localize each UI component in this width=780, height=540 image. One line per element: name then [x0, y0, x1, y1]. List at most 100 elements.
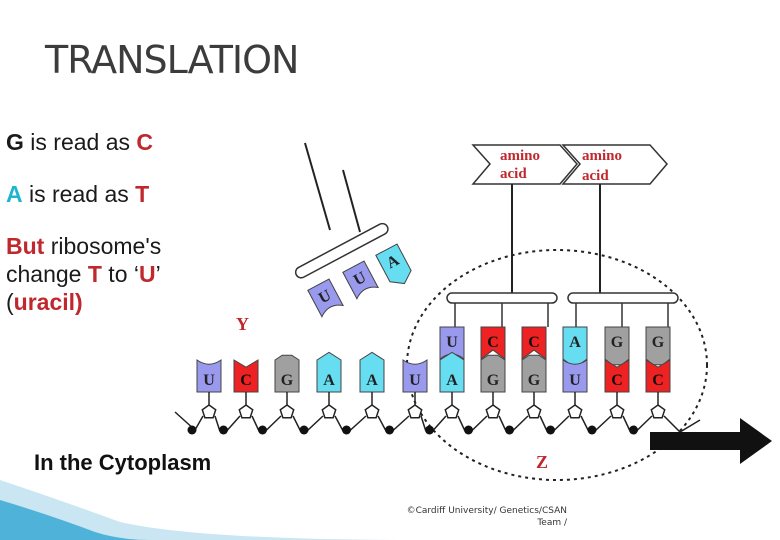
trna-bar-1-legs: [454, 303, 549, 327]
mrna-base-3: A: [316, 351, 342, 393]
rule-g-result: C: [136, 129, 154, 155]
rule-a-result: T: [135, 181, 150, 207]
rule-a-text: is read as: [22, 181, 136, 207]
mrna-base-0: U: [196, 359, 222, 393]
backbone-phosphate-5: [425, 425, 434, 435]
rule-uracil-word: uracil): [13, 289, 83, 315]
mrna-base-9: U: [562, 359, 588, 393]
mrna-base-letter-1: C: [240, 372, 252, 389]
trna-bound-2-base-letter-1: G: [611, 334, 624, 351]
wave-dark: [0, 500, 150, 540]
rule-g-to-c: G is read as C: [6, 128, 153, 156]
slide-title: TRANSLATION: [45, 38, 299, 82]
backbone-sugar-6: [444, 404, 460, 419]
rule-u: U: [139, 261, 156, 287]
label-z: Z: [536, 452, 548, 472]
amino-acid-arrow-2: [561, 144, 668, 185]
rule-a-letter: A: [6, 181, 23, 207]
backbone-phosphate-10: [629, 425, 638, 435]
trna-bound-2-base-letter-0: A: [569, 334, 581, 351]
backbone-sugar-4: [364, 404, 380, 419]
rule-open-paren: (: [6, 289, 14, 315]
amino-1-line1: amino: [500, 148, 540, 164]
trna-free-base-shape-0: [307, 278, 345, 318]
mrna-base-8: G: [521, 354, 547, 393]
mrna-base-letter-7: G: [487, 372, 500, 389]
trna-bound-1-base-shape-2: [521, 326, 547, 360]
rule-a-to-t: A is read as T: [6, 180, 149, 208]
rule-ribosome-text: ribosome's: [44, 233, 162, 259]
trna-bound-1-base-letter-0: U: [446, 334, 458, 351]
free-trna-slot-0: U: [307, 278, 345, 318]
backbone-phosphate-9: [587, 425, 597, 435]
credit-text: ©Cardiff University/ Genetics/CSAN Team …: [392, 505, 567, 529]
free-trna-bar: [294, 222, 389, 279]
free-trna-slot-1: U: [342, 260, 380, 300]
backbone-link-7: [498, 415, 529, 431]
trna-free-base-0: U: [307, 278, 345, 318]
rule-t: T: [87, 261, 102, 287]
mrna-base-letter-10: C: [611, 372, 623, 389]
backbone-phosphate-6: [464, 425, 473, 435]
direction-arrow: [650, 418, 772, 464]
ribosome-outline: [406, 249, 708, 481]
mrna-base-2: G: [274, 354, 300, 393]
cytoplasm-label: In the Cytoplasm: [34, 450, 212, 475]
amino-acid-arrow-1: [471, 144, 578, 185]
backbone-sugar-2: [279, 404, 295, 419]
rule-change-text: change: [6, 261, 88, 287]
mrna-base-letter-11: C: [652, 372, 664, 389]
backbone-phosphate-4: [385, 425, 394, 435]
free-trna-bases: UUA: [307, 243, 412, 318]
mrna-base-letter-0: U: [203, 372, 215, 389]
mrna-base-shape-4: [359, 351, 385, 393]
trna-free-base-2: A: [375, 243, 412, 285]
backbone-sugar-0: [201, 404, 217, 419]
mrna-base-6: A: [439, 351, 465, 393]
rule-to-text: to ‘: [101, 261, 139, 287]
backbone-sugar-8: [526, 404, 542, 419]
trna-bound-1-base-shape-1: [480, 326, 506, 360]
backbone-start-phosphate: [187, 425, 197, 435]
trna-bound-1-base-0: U: [439, 326, 465, 361]
mrna-base-1: C: [233, 359, 259, 393]
mrna-base-shape-0: [196, 359, 222, 393]
backbone-link-0: [214, 415, 241, 431]
backbone-link-5: [420, 415, 447, 431]
mrna-base-10: C: [604, 359, 630, 393]
backbone-phosphate-2: [299, 425, 309, 435]
backbone-sugar-1: [238, 404, 254, 419]
backbone-phosphate-8: [546, 425, 555, 435]
backbone-link-1: [251, 415, 282, 431]
mrna-base-shape-5: [402, 359, 428, 393]
wave-light: [0, 480, 420, 540]
mrna-base-shape-8: [521, 354, 547, 393]
mrna-base-letter-2: G: [281, 372, 294, 389]
mrna-base-11: C: [645, 359, 671, 393]
mrna-base-shape-10: [604, 359, 630, 393]
backbone-phosphate-7: [505, 425, 514, 435]
mrna-base-shape-3: [316, 351, 342, 393]
trna-bar-2-legs: [575, 303, 669, 327]
trna-bound-2-base-1: G: [604, 326, 630, 366]
mrna-base-letter-3: A: [323, 372, 335, 389]
mrna-base-shape-9: [562, 359, 588, 393]
backbone-link-6: [457, 415, 488, 431]
trna-bound-1-base-1: C: [480, 326, 506, 360]
mrna-base-shape-11: [645, 359, 671, 393]
free-trna-stalk-a: [304, 142, 331, 231]
backbone-sugar-7: [485, 404, 501, 419]
rule-quote-close: ’: [155, 261, 161, 287]
free-trna-slot-2: A: [375, 243, 412, 285]
trna-bar-1: [446, 292, 558, 304]
rule-but: But: [6, 233, 45, 259]
trna-bound-2-base-letter-2: G: [652, 334, 665, 351]
mrna-base-shape-2: [274, 354, 300, 393]
rule-g-letter: G: [6, 129, 24, 155]
backbone-sugar-11: [650, 404, 666, 419]
backbone-link-9: [580, 415, 612, 431]
trna-bound-1-base-2: C: [521, 326, 547, 360]
backbone-phosphate-1: [258, 425, 267, 435]
backbone-sugar-9: [567, 404, 583, 419]
